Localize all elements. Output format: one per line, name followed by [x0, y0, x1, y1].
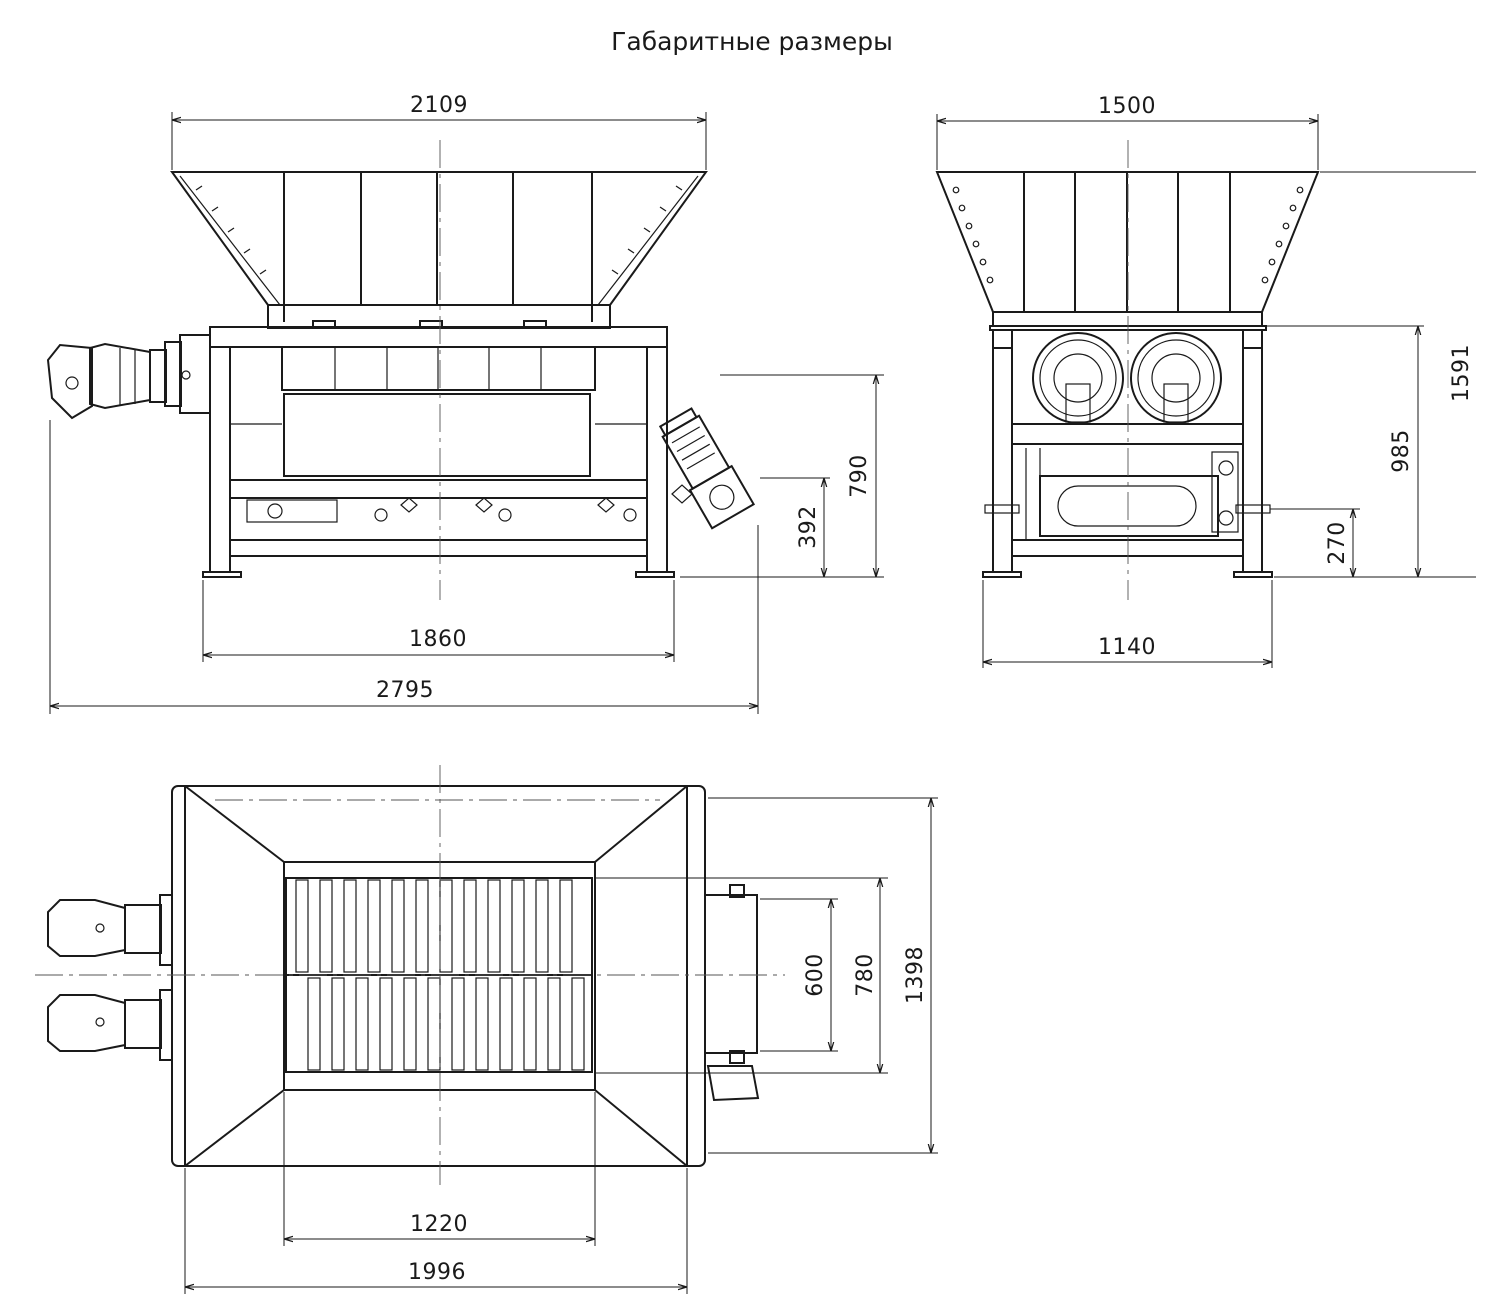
- dim-2109: 2109: [410, 93, 468, 118]
- dim-1140: 1140: [1098, 635, 1156, 660]
- front-frame: [202, 320, 675, 578]
- dim-790: 790: [847, 454, 872, 498]
- dim-600: 600: [803, 953, 828, 997]
- side-lower-drive: [1025, 448, 1239, 540]
- dim-985: 985: [1389, 429, 1414, 473]
- top-left-motors: [47, 894, 173, 1061]
- top-cutting-chamber: [285, 877, 593, 1073]
- dim-1860: 1860: [409, 627, 467, 652]
- top-view-dimensions: 600 780 1398 1220 1996: [184, 797, 938, 1294]
- dim-1220: 1220: [410, 1212, 468, 1237]
- side-view: [935, 140, 1320, 600]
- dim-392: 392: [796, 505, 821, 549]
- dim-780: 780: [853, 953, 878, 997]
- front-hopper: [170, 171, 708, 329]
- dim-2795: 2795: [376, 678, 434, 703]
- dim-1996: 1996: [408, 1260, 466, 1285]
- top-hopper: [171, 785, 706, 1167]
- top-view: [35, 765, 785, 1185]
- side-rotor-flanges: [1032, 332, 1222, 424]
- dim-1500: 1500: [1098, 94, 1156, 119]
- side-frame: [982, 325, 1273, 578]
- drawing-title: Габаритные размеры: [611, 27, 893, 56]
- side-hopper: [935, 171, 1320, 327]
- dim-1398: 1398: [903, 946, 928, 1004]
- dim-270: 270: [1325, 521, 1350, 565]
- front-left-motor: [46, 334, 211, 420]
- top-right-drive: [704, 884, 760, 1102]
- front-view: [46, 140, 756, 600]
- front-view-dimensions: 2109 790 392 1860 2795: [49, 93, 884, 714]
- dim-1591: 1591: [1449, 344, 1474, 402]
- front-right-gearmotor: [658, 407, 756, 530]
- side-view-dimensions: 1500 1591 985 270 1140: [936, 94, 1476, 668]
